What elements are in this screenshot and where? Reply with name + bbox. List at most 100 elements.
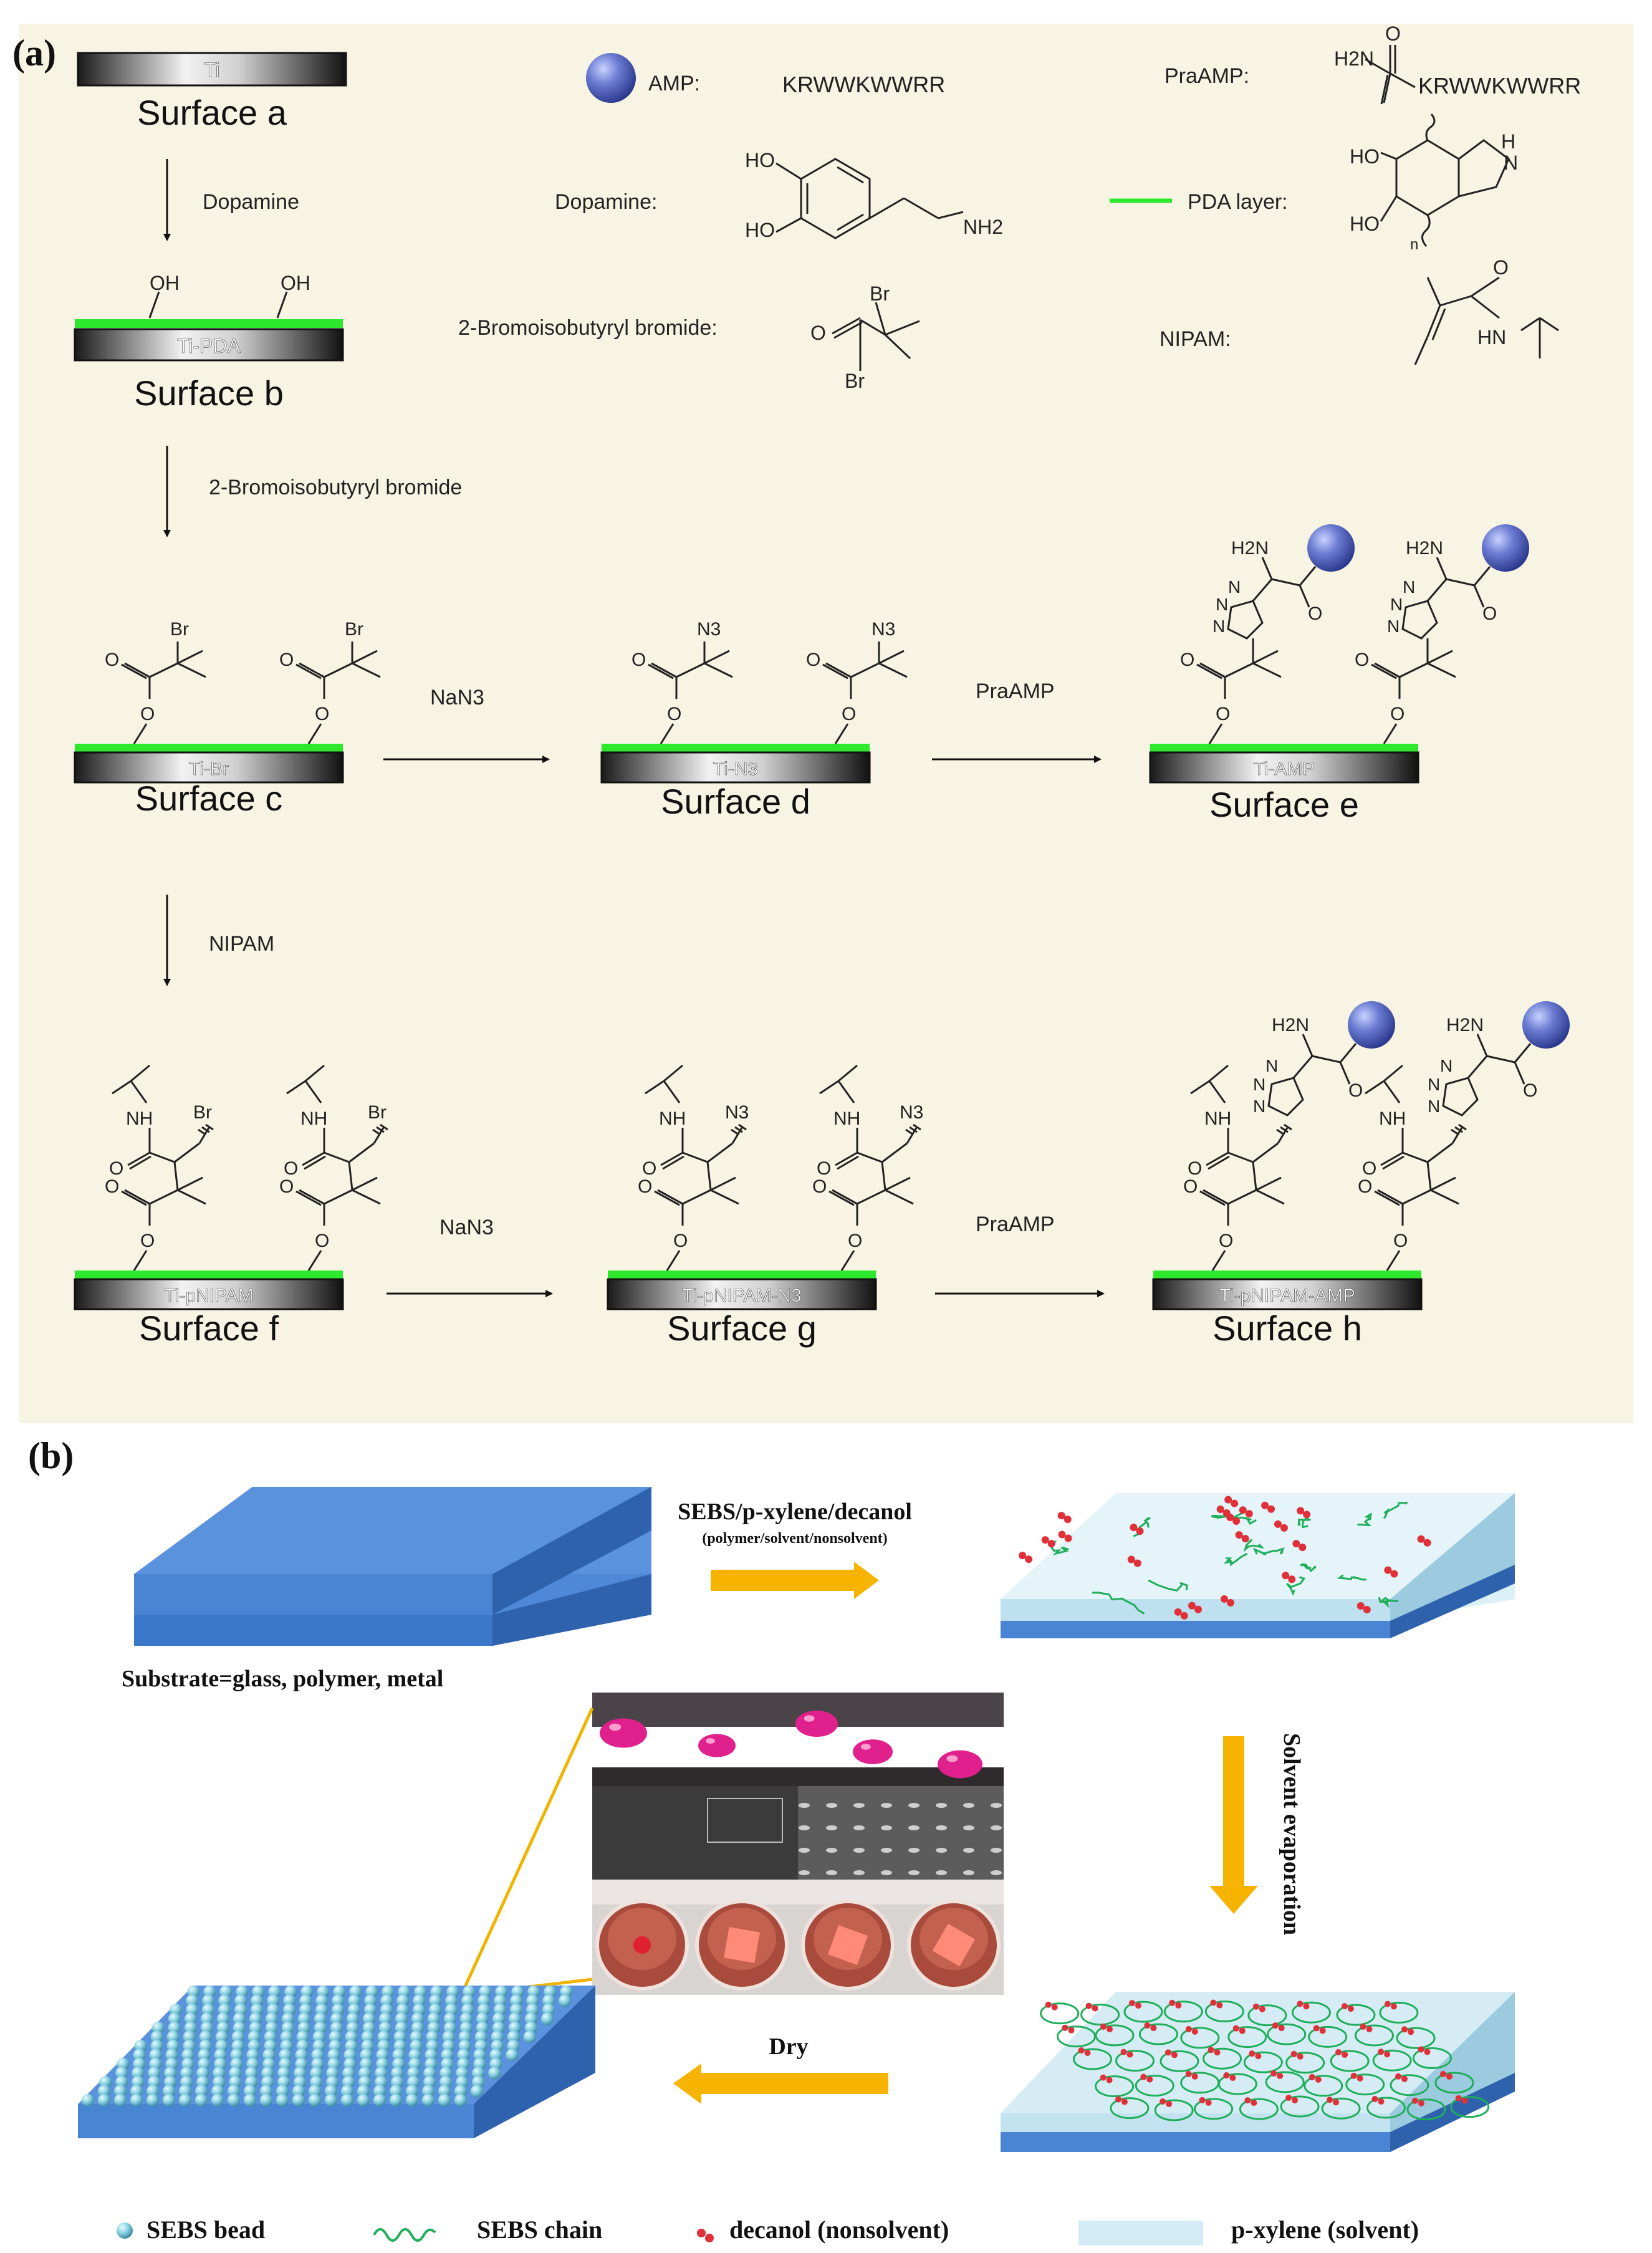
surface-f-pda-layer bbox=[75, 1271, 343, 1279]
bib-br-top: Br bbox=[870, 282, 890, 305]
droplet-highlight bbox=[946, 1755, 958, 1762]
sebs-bead bbox=[407, 2067, 420, 2080]
decanol-droplet bbox=[1378, 2049, 1385, 2055]
sebs-chain bbox=[1223, 1552, 1248, 1567]
amide-oxygen: O bbox=[1482, 603, 1497, 624]
sebs-bead bbox=[211, 2085, 224, 2098]
ester-oxygen: O bbox=[1219, 1231, 1233, 1251]
surface-b-oh-right: OH bbox=[281, 272, 310, 294]
sebs-bead bbox=[166, 2030, 180, 2044]
sebs-bead bbox=[292, 2085, 305, 2098]
carbonyl-oxygen: O bbox=[279, 1176, 294, 1197]
decanol-droplet bbox=[1191, 2073, 1198, 2080]
bib-br-bottom: Br bbox=[845, 370, 865, 392]
nipam-o: O bbox=[1493, 256, 1509, 279]
sebs-bead bbox=[411, 2012, 424, 2025]
decanol-droplet bbox=[1315, 2076, 1322, 2083]
decanol-droplet bbox=[1401, 2026, 1408, 2033]
panel-a-label: (a) bbox=[12, 32, 56, 74]
step-label-nan3-1: NaN3 bbox=[430, 686, 484, 709]
decanol-droplet bbox=[1423, 1539, 1431, 1547]
decanol-droplet bbox=[1146, 2076, 1153, 2083]
step-label-nipam: NIPAM bbox=[209, 932, 274, 956]
bromine-label: Br bbox=[345, 619, 363, 640]
decanol-droplet bbox=[1232, 1517, 1241, 1525]
sebs-bead bbox=[283, 1994, 296, 2007]
sebs-bead bbox=[231, 2030, 244, 2044]
sebs-bead bbox=[507, 2030, 520, 2044]
surface-h-bar bbox=[1152, 1278, 1423, 1310]
decanol-droplet bbox=[1274, 1520, 1282, 1528]
legend-sebs-chain-label: SEBS chain bbox=[477, 2216, 602, 2244]
droplet-highlight bbox=[706, 1738, 715, 1744]
sebs-bead bbox=[281, 2012, 294, 2025]
sebs-bead bbox=[279, 2049, 292, 2062]
carbonyl-oxygen: O bbox=[806, 650, 820, 670]
sebs-chain-coil bbox=[1056, 2025, 1096, 2048]
sebs-bead bbox=[421, 2085, 435, 2098]
decanol-droplet bbox=[1241, 1535, 1249, 1543]
sebs-chain-coil bbox=[1304, 2075, 1343, 2097]
legend-decanol: decanol (nonsolvent) bbox=[697, 2216, 949, 2244]
azide-label: N3 bbox=[872, 619, 895, 640]
sebs-bead bbox=[146, 2094, 159, 2106]
decanol-droplet bbox=[1180, 1612, 1188, 1620]
decanol-droplet bbox=[1239, 1506, 1247, 1514]
step-label-dopamine: Dopamine bbox=[203, 190, 299, 214]
sebs-bead bbox=[233, 2012, 246, 2025]
surface-g-bar bbox=[607, 1278, 877, 1310]
decanol-droplet bbox=[1135, 2002, 1141, 2009]
amide-oxygen: O bbox=[1348, 1080, 1363, 1101]
surface-f-bar-label: Ti-pNIPAM bbox=[164, 1285, 253, 1306]
decanol-droplet bbox=[1041, 1536, 1049, 1544]
amide-nh: NH bbox=[126, 1108, 153, 1129]
decanol-droplet bbox=[1417, 1535, 1425, 1543]
sebs-bead bbox=[413, 1994, 426, 2007]
sebs-bead bbox=[395, 2012, 408, 2025]
carbonyl-oxygen: O bbox=[1180, 650, 1194, 670]
decanol-droplet bbox=[1288, 1575, 1296, 1583]
surface-f-bar bbox=[74, 1278, 344, 1310]
amp-legend-label: AMP: bbox=[648, 72, 700, 95]
sebs-bead bbox=[267, 1994, 280, 2007]
sebs-chain-coil bbox=[1336, 2004, 1376, 2026]
sebs-bead bbox=[295, 2049, 308, 2062]
step-label-nan3-2: NaN3 bbox=[439, 1216, 494, 1239]
decanol-droplet bbox=[1335, 2049, 1342, 2055]
decanol-droplet bbox=[1140, 2073, 1147, 2080]
decanol-droplet bbox=[1188, 1602, 1196, 1610]
decanol-droplet bbox=[1092, 2005, 1098, 2012]
surface-g-pda-layer bbox=[608, 1271, 876, 1279]
sebs-bead bbox=[297, 2012, 310, 2025]
sebs-bead bbox=[178, 2085, 191, 2098]
sebs-bead bbox=[392, 2049, 405, 2062]
sebs-bead bbox=[227, 2094, 240, 2106]
amine-label: H2N bbox=[1231, 538, 1269, 559]
sebs-bead bbox=[373, 2085, 386, 2098]
decanol-droplet bbox=[1130, 1524, 1138, 1532]
sebs-bead bbox=[113, 2085, 127, 2098]
decanol-droplet bbox=[1249, 2050, 1256, 2057]
pink-droplet bbox=[698, 1734, 736, 1757]
decanol-droplet bbox=[1303, 1511, 1311, 1519]
bromine-label: Br bbox=[368, 1102, 387, 1123]
pda-legend-label: PDA layer: bbox=[1188, 190, 1288, 214]
sebs-bead bbox=[261, 2067, 274, 2080]
triazole-n: N bbox=[1403, 577, 1415, 597]
amide-oxygen: O bbox=[1362, 1158, 1376, 1179]
sebs-bead bbox=[510, 1994, 523, 2007]
pink-droplets bbox=[600, 1710, 982, 1779]
decanol-droplet bbox=[1100, 2023, 1107, 2030]
sebs-bead bbox=[133, 2049, 146, 2062]
sebs-bead bbox=[491, 2030, 504, 2044]
decanol-droplet bbox=[1342, 2051, 1348, 2058]
sebs-chain-coil bbox=[1135, 2075, 1174, 2097]
sebs-bead bbox=[542, 1994, 555, 2007]
sebs-bead bbox=[343, 2049, 357, 2062]
sebs-bead bbox=[299, 1994, 312, 2007]
substrate-caption: Substrate=glass, polymer, metal bbox=[122, 1666, 443, 1692]
sebs-bead bbox=[456, 2067, 469, 2080]
surface-d-pda-layer bbox=[602, 744, 870, 752]
decanol-droplet bbox=[1220, 1595, 1228, 1603]
sebs-chain-coil bbox=[1217, 2073, 1257, 2095]
